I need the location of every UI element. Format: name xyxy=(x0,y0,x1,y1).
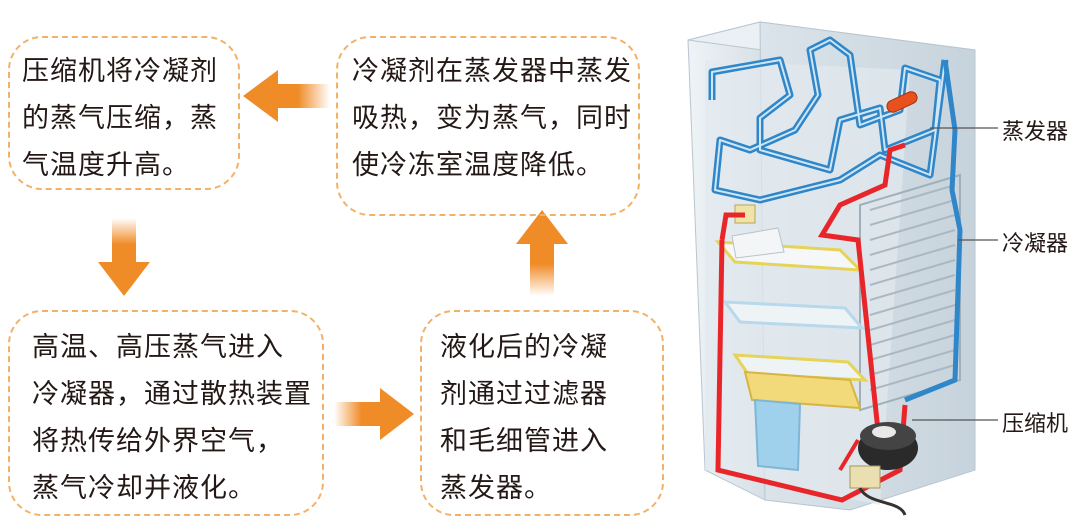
text-line: 冷凝器，通过散热装置 xyxy=(32,379,312,410)
text-line: 的蒸气压缩，蒸 xyxy=(22,103,218,134)
step-box-condense xyxy=(8,310,324,516)
text-line: 剂通过过滤器 xyxy=(440,379,608,410)
step-box-compress xyxy=(8,36,240,190)
text-line: 气温度升高。 xyxy=(22,150,190,181)
arrow-to-evaporator-step xyxy=(516,210,568,296)
condenser-coil xyxy=(859,173,961,412)
text-line: 蒸气冷却并液化。 xyxy=(32,473,256,504)
text-line: 将热传给外界空气， xyxy=(32,426,284,457)
text-line: 高温、高压蒸气进入 xyxy=(32,332,284,363)
text-line: 压缩机将冷凝剂 xyxy=(22,56,218,87)
text-line: 冷凝剂在蒸发器中蒸发 xyxy=(352,56,632,87)
arrow-to-filter-step xyxy=(334,388,414,440)
refrigerator-illustration xyxy=(687,21,998,516)
text-line: 使冷冻室温度降低。 xyxy=(352,150,604,181)
compressor-unit xyxy=(849,422,918,516)
label-evaporator: 蒸发器 xyxy=(1002,120,1069,145)
step-text-evaporate: 冷凝剂在蒸发器中蒸发 吸热，变为蒸气，同时 使冷冻室温度降低。 xyxy=(352,48,632,189)
arrow-to-condenser-step xyxy=(98,218,150,296)
text-line: 吸热，变为蒸气，同时 xyxy=(352,103,632,134)
text-line: 和毛细管进入 xyxy=(440,426,608,457)
step-text-compress: 压缩机将冷凝剂 的蒸气压缩，蒸 气温度升高。 xyxy=(22,48,218,189)
evaporator-coil xyxy=(708,36,963,403)
label-condenser: 冷凝器 xyxy=(1002,232,1069,257)
step-text-condense: 高温、高压蒸气进入 冷凝器，通过散热装置 将热传给外界空气， 蒸气冷却并液化。 xyxy=(32,324,312,512)
text-line: 蒸发器。 xyxy=(440,473,552,504)
arrow-to-compressor-step xyxy=(243,70,330,122)
step-text-filter: 液化后的冷凝 剂通过过滤器 和毛细管进入 蒸发器。 xyxy=(440,324,608,512)
text-line: 液化后的冷凝 xyxy=(440,332,608,363)
step-box-filter xyxy=(420,310,664,516)
step-box-evaporate xyxy=(336,36,640,216)
label-compressor: 压缩机 xyxy=(1002,412,1069,437)
